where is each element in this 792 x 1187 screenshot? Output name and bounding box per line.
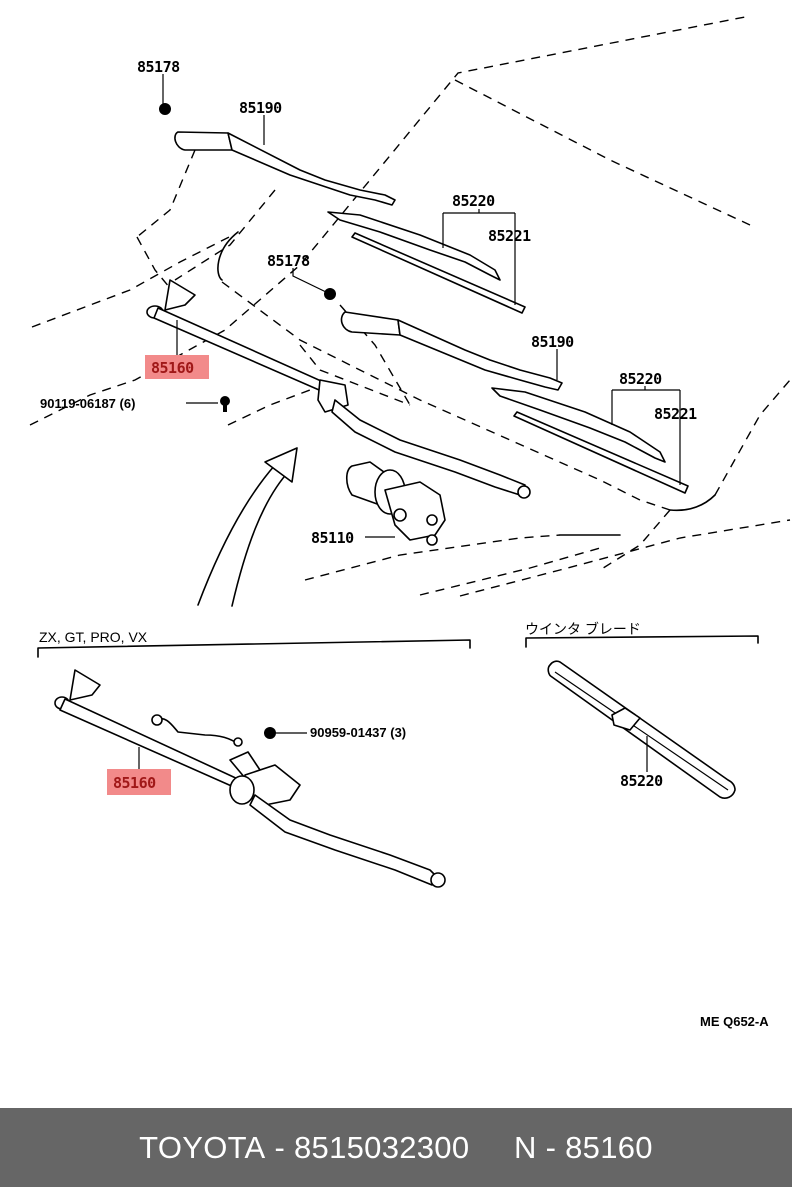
nut-90959[interactable] (264, 727, 276, 739)
variant-group-title: ZX, GT, PRO, VX (39, 629, 148, 645)
label-nut-lower[interactable]: 90959-01437 (3) (310, 725, 406, 740)
footer-separator-2: - (536, 1129, 566, 1165)
direction-arrow (197, 447, 298, 607)
footer-gap (469, 1130, 514, 1166)
leader-lines (162, 74, 681, 538)
footer-brand: TOYOTA (139, 1129, 266, 1165)
label-motor[interactable]: 85110 (311, 529, 355, 547)
wiper-linkage-upper[interactable] (146, 279, 531, 499)
wiper-arm-middle[interactable] (324, 288, 563, 391)
footer-ref-label: N (513, 1129, 537, 1165)
footer-bar: TOYOTA - 8515032300 N - 85160 (0, 1108, 792, 1187)
label-blade-top[interactable]: 85220 (452, 192, 496, 210)
wiper-blade-top[interactable] (327, 211, 526, 314)
label-nut-mid[interactable]: 85178 (267, 252, 311, 270)
label-nut-top[interactable]: 85178 (137, 58, 181, 76)
label-winter-blade[interactable]: 85220 (620, 772, 664, 790)
label-rubber-top[interactable]: 85221 (488, 227, 532, 245)
highlight-85160-lower[interactable]: 85160 (107, 769, 171, 795)
highlight-85160-upper[interactable]: 85160 (145, 355, 209, 379)
variant-group-bracket: ZX, GT, PRO, VX (37, 629, 471, 658)
wiper-linkage-lower[interactable] (54, 669, 446, 888)
label-rubber-mid[interactable]: 85221 (654, 405, 698, 423)
winter-blade[interactable] (547, 660, 736, 799)
label-bolt[interactable]: 90119-06187 (6) (40, 396, 135, 411)
parts-diagram: 85178 85190 85220 85221 85178 85160 9011… (29, 15, 791, 1029)
footer-separator: - (265, 1129, 294, 1165)
winter-blade-title: ウインタ ブレード (525, 621, 641, 637)
wiper-motor[interactable] (345, 461, 446, 546)
diagram-code: ME Q652-A (700, 1014, 769, 1029)
label-blade-mid[interactable]: 85220 (619, 370, 663, 388)
footer-part-number: 8515032300 (293, 1129, 470, 1165)
bolt-90119[interactable] (220, 396, 230, 412)
label-arm-top[interactable]: 85190 (239, 99, 283, 117)
footer-ref-number: 85160 (565, 1129, 653, 1165)
label-linkage-upper[interactable]: 85160 (151, 359, 195, 377)
label-linkage-lower[interactable]: 85160 (113, 774, 157, 792)
wiper-blade-middle[interactable] (491, 387, 689, 494)
wiper-arm-top[interactable] (159, 103, 396, 206)
winter-blade-bracket: ウインタ ブレード (525, 621, 759, 648)
label-arm-mid[interactable]: 85190 (531, 333, 575, 351)
